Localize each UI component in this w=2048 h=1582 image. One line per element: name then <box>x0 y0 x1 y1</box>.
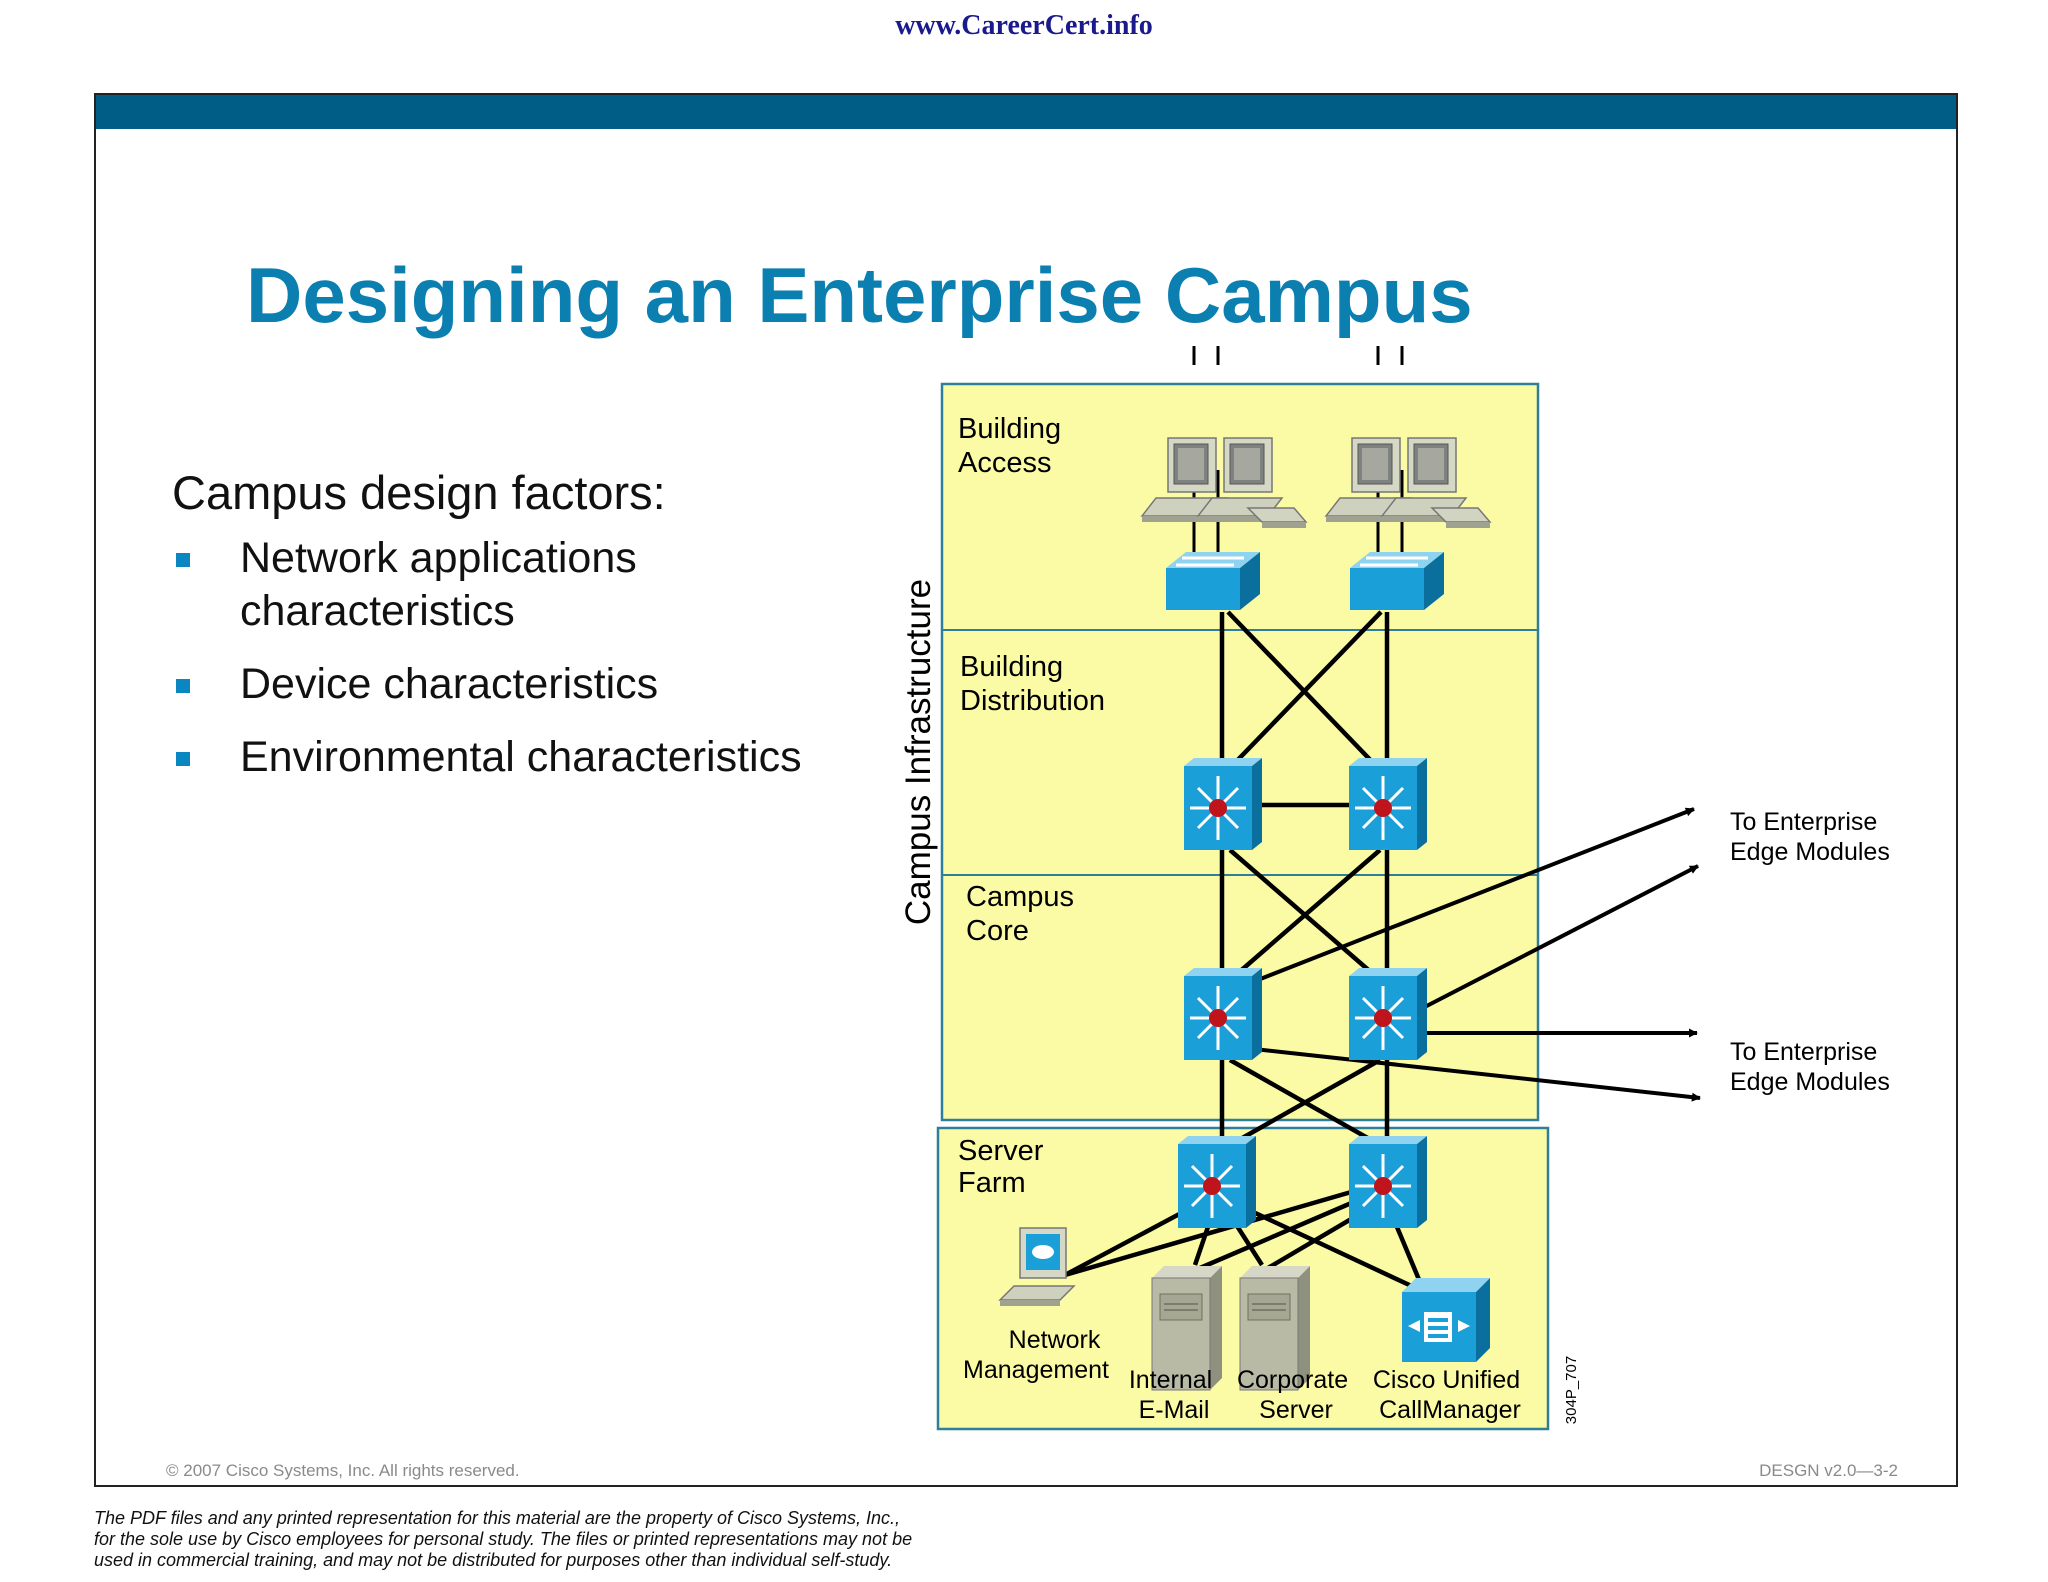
factor-item: Network applications characteristics <box>176 532 896 638</box>
building-access-label: Building Access <box>958 413 1069 479</box>
factor-item: Environmental characteristics <box>176 731 896 784</box>
edge-arrows <box>1244 807 1701 1102</box>
distribution-switch-icon <box>1347 756 1429 852</box>
site-url[interactable]: www.CareerCert.info <box>895 10 1153 41</box>
factor-item: Device characteristics <box>176 658 896 711</box>
edge-modules-lower-label: To Enterprise Edge Modules <box>1730 1038 1890 1096</box>
campus-infrastructure-label: Campus Infrastructure <box>899 579 938 925</box>
slide-title: Designing an Enterprise Campus <box>246 251 1473 339</box>
access-switch-icon <box>1164 550 1262 612</box>
copyright-text: © 2007 Cisco Systems, Inc. All rights re… <box>166 1461 520 1480</box>
course-version: DESGN v2.0—3-2 <box>1759 1461 1898 1480</box>
internal-email-label: Internal E-Mail <box>1129 1366 1219 1424</box>
legal-notice: The PDF files and any printed representa… <box>94 1508 913 1570</box>
corporate-server-label: Corporate Server <box>1237 1366 1355 1424</box>
network-management-label: Network Management <box>963 1326 1109 1384</box>
ip-phone-icon <box>1246 507 1308 528</box>
figure-id: 304P_707 <box>1563 1356 1580 1424</box>
core-switch-icon <box>1182 966 1264 1062</box>
core-switch-icon <box>1347 966 1429 1062</box>
callmanager-label: Cisco Unified CallManager <box>1373 1366 1527 1424</box>
slide-header-bar <box>96 95 1956 129</box>
server-farm-switch-icon <box>1347 1134 1429 1230</box>
callmanager-icon <box>1402 1278 1490 1362</box>
edge-modules-upper-label: To Enterprise Edge Modules <box>1730 808 1890 866</box>
server-farm-switch-icon <box>1176 1134 1258 1230</box>
building-distribution-label: Building Distribution <box>960 651 1105 717</box>
ip-phone-icon <box>1430 507 1492 528</box>
distribution-switch-icon <box>1182 756 1264 852</box>
factors-heading: Campus design factors: <box>172 466 666 519</box>
network-management-icon <box>998 1227 1076 1306</box>
campus-core-label: Campus Core <box>966 881 1082 947</box>
access-switch-icon <box>1348 550 1446 612</box>
factor-list: Network applications characteristics Dev… <box>176 532 896 804</box>
server-farm-label: Server Farm <box>958 1135 1051 1199</box>
